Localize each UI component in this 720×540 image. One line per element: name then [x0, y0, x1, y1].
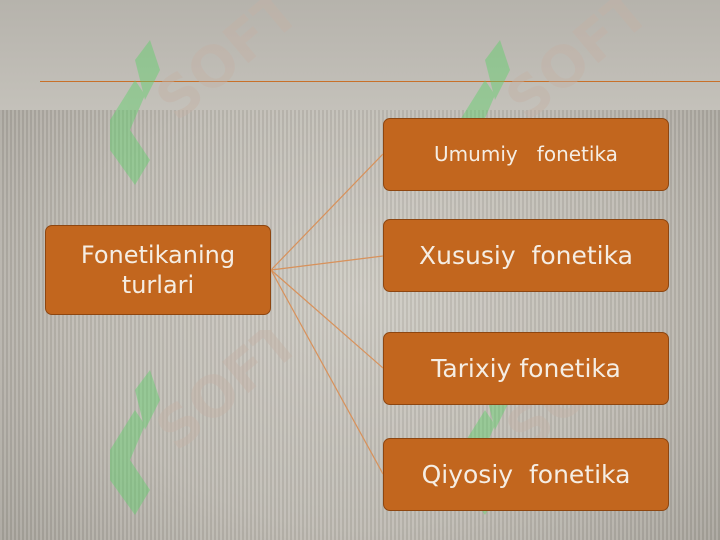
header-band: [0, 0, 720, 110]
leaf-logo-icon: [110, 80, 150, 185]
soft-watermark-top-right: SOFT: [460, 0, 660, 185]
connector-1: [270, 153, 384, 271]
soft-watermark-top-left: SOFT: [110, 0, 310, 185]
target-node-qiyosiy-fonetika: Qiyosiy fonetika: [383, 438, 669, 511]
leaf-logo-icon: [110, 410, 150, 515]
target-node-xususiy-fonetika: Xususiy fonetika: [383, 219, 669, 292]
target-node-umumiy-fonetika: Umumiy fonetika: [383, 118, 669, 191]
soft-watermark-bottom-left: SOFT: [110, 330, 310, 515]
source-node-fonetikaning-turlari: Fonetikaning turlari: [45, 225, 271, 315]
target-node-tarixiy-fonetika: Tarixiy fonetika: [383, 332, 669, 405]
connector-3: [270, 269, 384, 369]
connector-2: [270, 255, 384, 271]
title-rule: [40, 81, 720, 82]
connector-4: [270, 269, 384, 475]
